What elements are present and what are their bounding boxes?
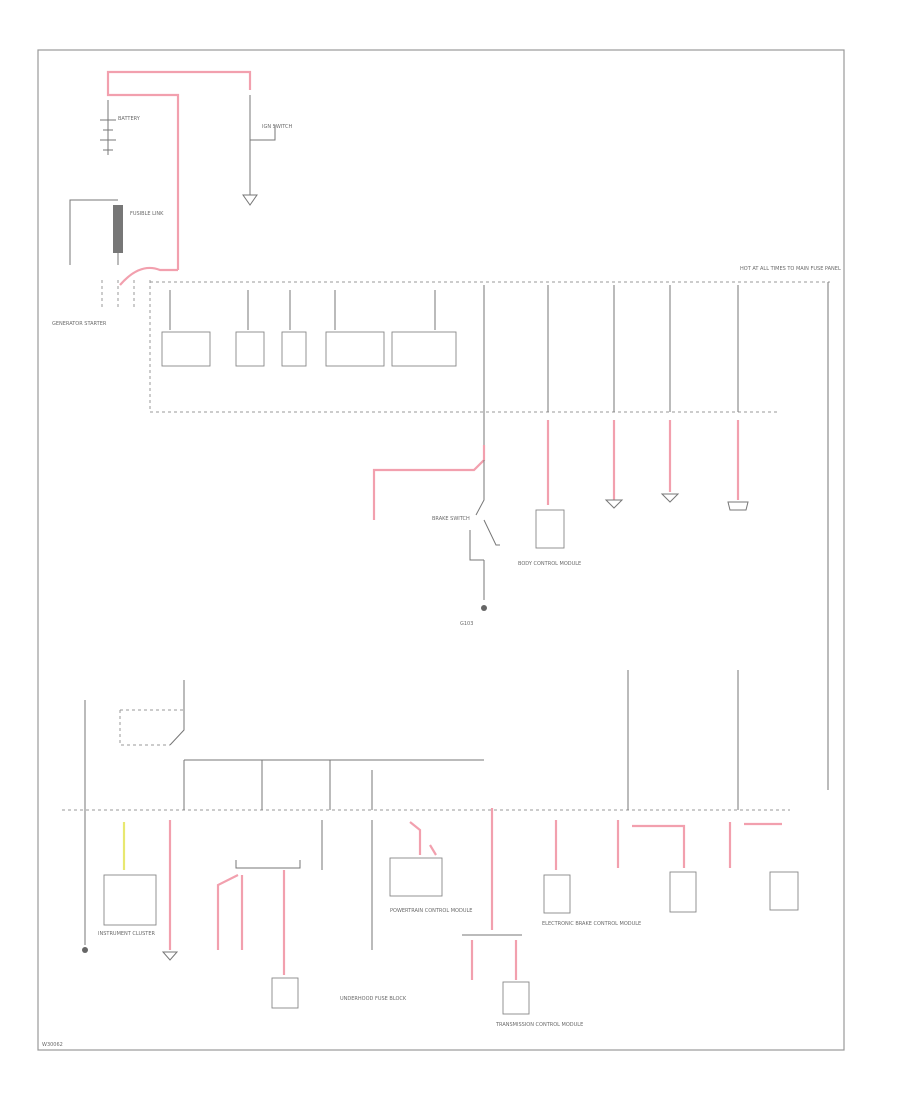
diagram-frame bbox=[37, 49, 845, 1051]
fusible-link-label: FUSIBLE LINK bbox=[130, 211, 164, 217]
body-control-label: BODY CONTROL MODULE bbox=[518, 561, 581, 567]
battery-positive-wire bbox=[106, 70, 252, 90]
generator-coil bbox=[113, 205, 123, 253]
diagram-footer-code: W30062 bbox=[42, 1042, 63, 1048]
body-control-module-box bbox=[535, 509, 565, 549]
brake-switch-label: BRAKE SWITCH bbox=[432, 516, 470, 522]
ground-label: G103 bbox=[460, 621, 473, 627]
electronic-brake-label: ELECTRONIC BRAKE CONTROL MODULE bbox=[542, 921, 641, 927]
powertrain-module-box bbox=[389, 857, 443, 897]
fuse-block-e bbox=[391, 331, 457, 367]
powertrain-label: POWERTRAIN CONTROL MODULE bbox=[390, 908, 472, 914]
hot-at-all-times-note: HOT AT ALL TIMES TO MAIN FUSE PANEL bbox=[740, 266, 841, 272]
battery-label: BATTERY bbox=[118, 116, 141, 122]
fuse-block-c bbox=[281, 331, 307, 367]
ground-point bbox=[481, 605, 487, 611]
fuse-block-a bbox=[161, 331, 211, 367]
middle-loads-section: G103 BRAKE SWITCH BODY CONTROL MODULE bbox=[372, 412, 749, 627]
relay-box-right-a bbox=[669, 871, 697, 913]
lower-bus-section: INSTRUMENT CLUSTER UNDERHOOD FUSE BLOCK … bbox=[62, 670, 799, 1028]
relay-box-right-b bbox=[769, 871, 799, 911]
fuse-block-d bbox=[325, 331, 385, 367]
transmission-control-label: TRANSMISSION CONTROL MODULE bbox=[495, 1022, 583, 1028]
top-bus-section: HOT AT ALL TIMES TO MAIN FUSE PANEL bbox=[149, 266, 841, 790]
battery-generator-section: BATTERY GENERATOR STARTER FUSIBLE LINK I… bbox=[52, 70, 293, 327]
relay-box-lower bbox=[271, 977, 299, 1009]
transmission-control-box bbox=[502, 981, 530, 1015]
electronic-brake-box bbox=[543, 874, 571, 914]
instrument-cluster-box bbox=[103, 874, 157, 926]
ignition-switch-label: IGN SWITCH bbox=[262, 124, 293, 130]
underhood-fuse-label: UNDERHOOD FUSE BLOCK bbox=[340, 996, 407, 1002]
instrument-cluster-label: INSTRUMENT CLUSTER bbox=[98, 931, 156, 937]
fuse-block-b bbox=[235, 331, 265, 367]
generator-label: GENERATOR STARTER bbox=[52, 321, 107, 327]
